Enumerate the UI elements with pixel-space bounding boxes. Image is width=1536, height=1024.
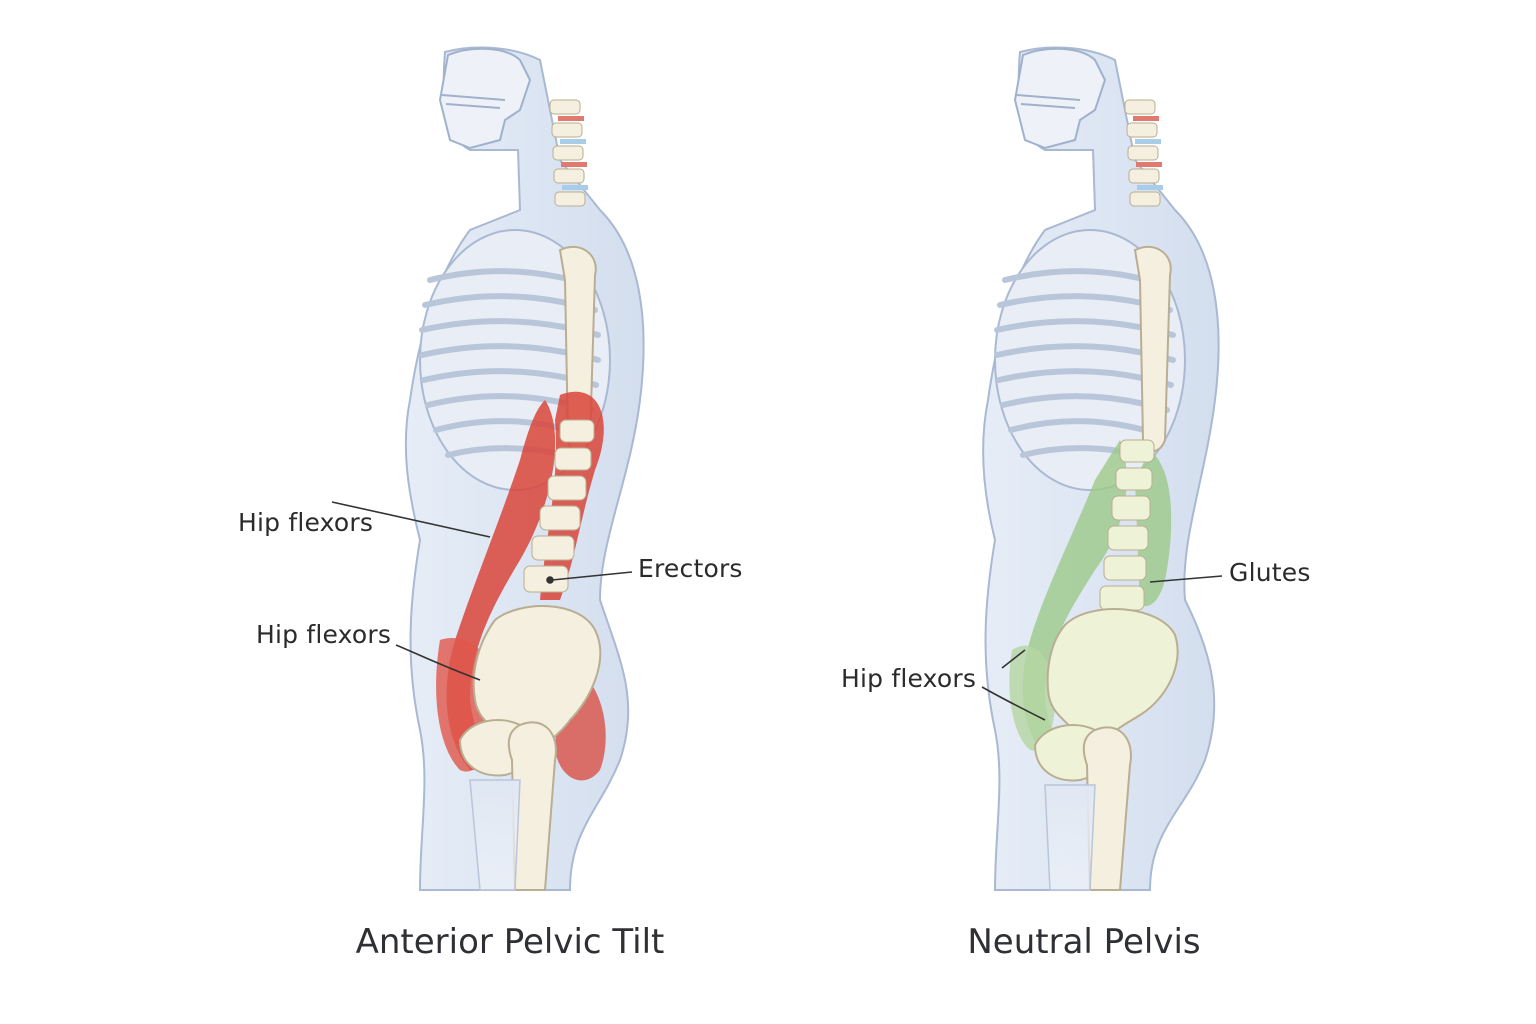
leg-front bbox=[469, 779, 521, 891]
label-hip-flexors: Hip flexors bbox=[841, 664, 977, 693]
femur-bone bbox=[1082, 726, 1132, 891]
pelvis-bone bbox=[1046, 608, 1179, 751]
cervical-spine bbox=[549, 99, 588, 207]
jaw-teeth bbox=[1016, 94, 1081, 109]
femur-bone bbox=[507, 721, 557, 891]
hip-flexor-lower-muscle bbox=[1009, 645, 1055, 751]
leader-lines-right bbox=[981, 575, 1223, 721]
leg-front bbox=[1044, 784, 1096, 891]
lumbar-spine bbox=[1099, 439, 1155, 611]
label-glutes: Glutes bbox=[1229, 558, 1311, 587]
cervical-spine bbox=[1124, 99, 1163, 207]
figure-neutral-pelvis bbox=[981, 46, 1223, 891]
figure-anterior-pelvic-tilt bbox=[331, 46, 645, 891]
leader-lines-left bbox=[331, 501, 633, 681]
lumbar-spine bbox=[523, 419, 595, 593]
jaw-teeth bbox=[441, 94, 506, 109]
label-hip-flexors-lower: Hip flexors bbox=[256, 620, 392, 649]
title-neutral-pelvis: Neutral Pelvis bbox=[967, 922, 1201, 962]
hip-flexor-muscle bbox=[446, 400, 556, 770]
title-anterior-pelvic-tilt: Anterior Pelvic Tilt bbox=[355, 922, 665, 962]
label-hip-flexors-upper: Hip flexors bbox=[238, 508, 374, 537]
hip-flexor-muscle bbox=[1022, 440, 1127, 750]
label-erectors: Erectors bbox=[638, 554, 743, 583]
